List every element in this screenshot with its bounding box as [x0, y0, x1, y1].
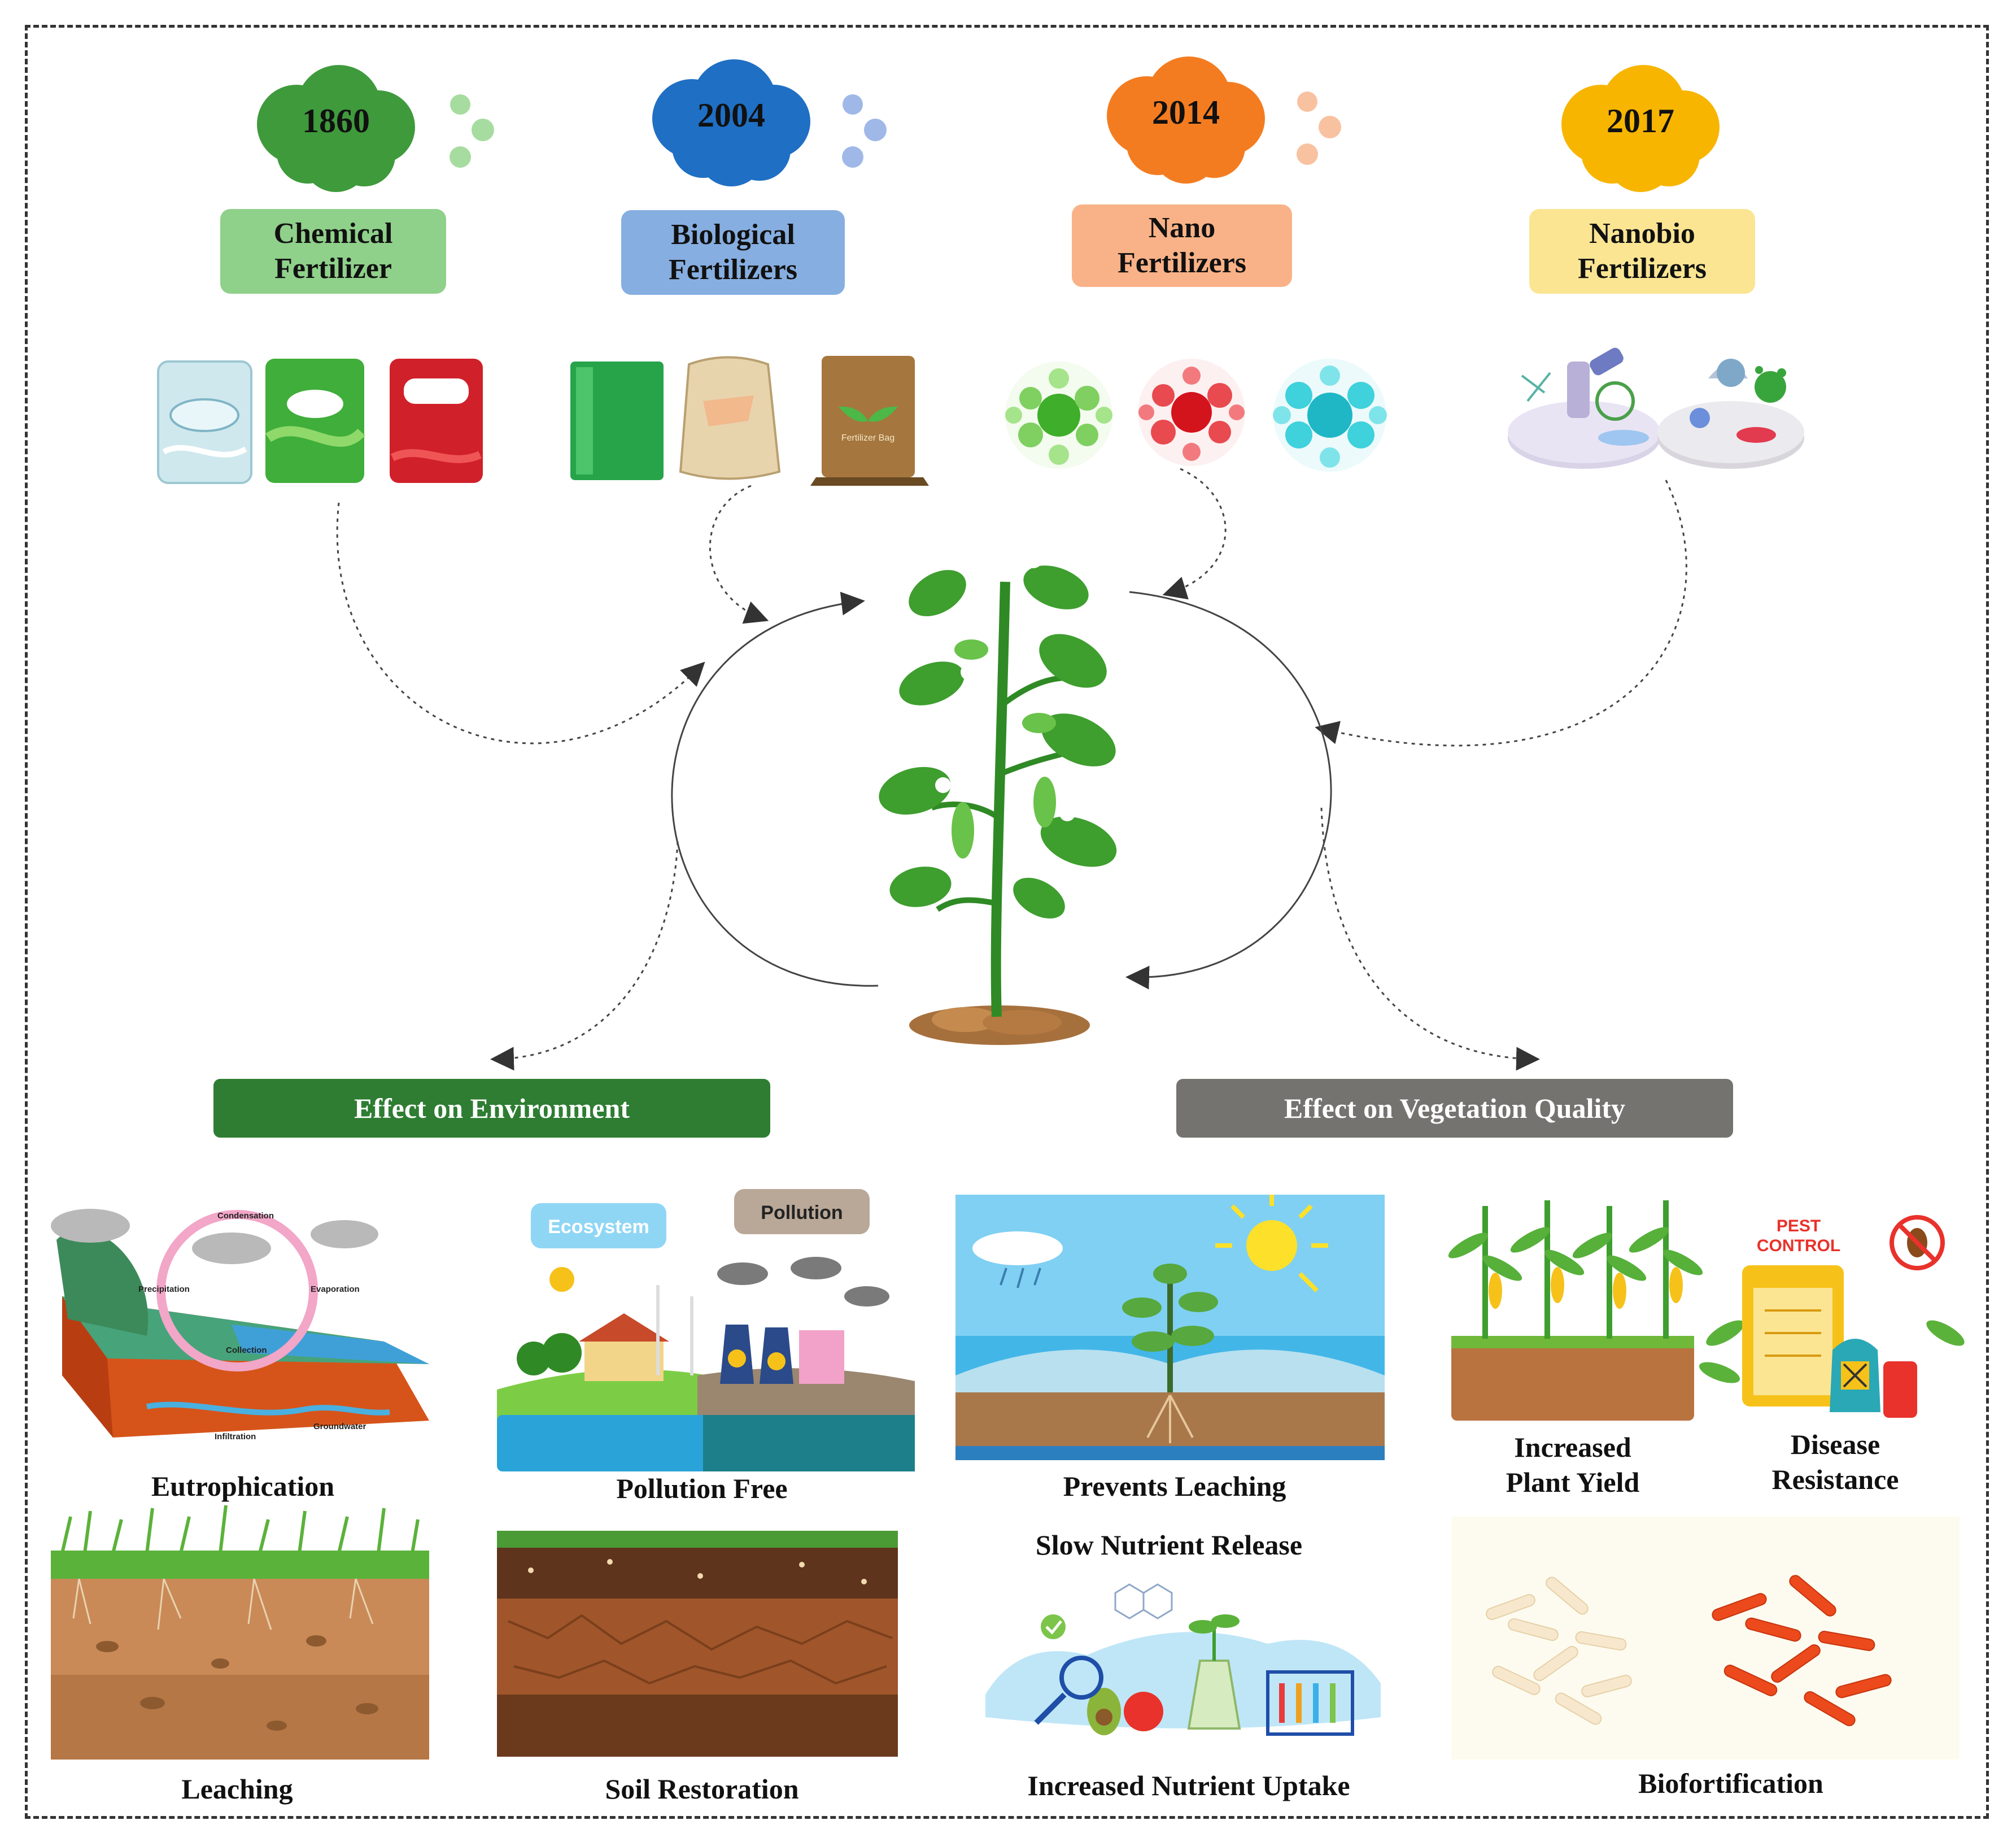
year-label: 2004 — [697, 97, 765, 134]
arrow-biological — [709, 485, 769, 624]
evaporation-label: Evaporation — [311, 1284, 360, 1294]
arrow-chemical — [336, 502, 705, 744]
nanobio-fertilizers-label: Nanobio Fertilizers — [1529, 209, 1755, 294]
eutrophication-water-cycle-image: Condensation Precipitation Evaporation C… — [51, 1209, 429, 1442]
pollution-tag: Pollution — [761, 1202, 843, 1223]
effect-on-vegetation-quality-bar: Effect on Vegetation Quality — [1176, 1079, 1733, 1138]
cloud-icon — [652, 59, 810, 186]
arrow-nano — [1162, 468, 1227, 600]
arrow-to-vegetation — [1320, 807, 1540, 1071]
groundwater-label: Groundwater — [313, 1422, 366, 1431]
precipitation-label: Precipitation — [138, 1284, 190, 1294]
cloud-icon — [1561, 65, 1720, 192]
eutrophication-caption: Eutrophication — [151, 1470, 335, 1502]
plant-icon — [879, 550, 1117, 1045]
leaching-caption: Leaching — [181, 1773, 293, 1805]
ecosystem-tag: Ecosystem — [548, 1216, 649, 1238]
biofortification-caption: Biofortification — [1638, 1767, 1823, 1799]
red-nanoparticle-icon — [1138, 359, 1245, 466]
nano-particles-icon — [1005, 359, 1387, 472]
nanobio-lab-icon — [1508, 347, 1804, 469]
slow-nutrient-release-caption: Slow Nutrient Release — [1035, 1529, 1303, 1561]
arc-left — [671, 591, 879, 987]
increased-plant-yield-caption: Increased Plant Yield — [1506, 1431, 1640, 1498]
biological-fertilizers-label: Biological Fertilizers — [621, 210, 845, 295]
bag-text: Fertilizer Bag — [841, 433, 894, 443]
chemical-fertilizer-label: Chemical Fertilizer — [220, 209, 446, 294]
nano-fertilizers-label: Nano Fertilizers — [1072, 204, 1292, 287]
bubble-dots — [842, 94, 887, 168]
green-nanoparticle-icon — [1005, 362, 1112, 469]
bubble-dots — [1297, 92, 1341, 165]
condensation-label: Condensation — [217, 1211, 274, 1221]
chemical-fertilizer-bags-icon — [157, 359, 483, 484]
year-label: 2014 — [1152, 94, 1220, 131]
biological-fertilizer-bags-icon: Fertilizer Bag — [570, 356, 929, 486]
increased-plant-yield-image — [1448, 1200, 1703, 1421]
increased-nutrient-uptake-caption: Increased Nutrient Uptake — [1027, 1770, 1350, 1801]
soil-restoration-caption: Soil Restoration — [605, 1773, 799, 1805]
prevents-leaching-caption: Prevents Leaching — [1063, 1470, 1286, 1502]
cloud-icon — [1107, 56, 1265, 184]
collection-label: Collection — [226, 1345, 267, 1355]
pollution-free-ecosystem-image: Ecosystem Pollution — [497, 1189, 915, 1471]
arrow-to-environment — [490, 841, 679, 1071]
disease-resistance-caption: Disease Resistance — [1771, 1429, 1899, 1495]
biofortification-grains-image — [1451, 1517, 1960, 1760]
year-label: 2017 — [1607, 102, 1674, 140]
arrow-nanobio — [1315, 480, 1687, 747]
increased-nutrient-uptake-image — [985, 1583, 1381, 1736]
cyan-nanoparticle-icon — [1273, 359, 1387, 472]
soil-restoration-image — [497, 1531, 898, 1757]
year-label: 1860 — [302, 102, 370, 140]
cloud-icon — [257, 65, 415, 192]
pollution-free-caption: Pollution Free — [616, 1473, 788, 1504]
bubble-dots — [450, 94, 494, 168]
effect-on-environment-bar: Effect on Environment — [213, 1079, 770, 1138]
arc-right — [1125, 591, 1332, 990]
infiltration-label: Infiltration — [215, 1432, 256, 1442]
leaching-soil-image — [51, 1505, 429, 1760]
prevents-leaching-image — [955, 1195, 1385, 1460]
dashed-frame — [25, 25, 1989, 1819]
